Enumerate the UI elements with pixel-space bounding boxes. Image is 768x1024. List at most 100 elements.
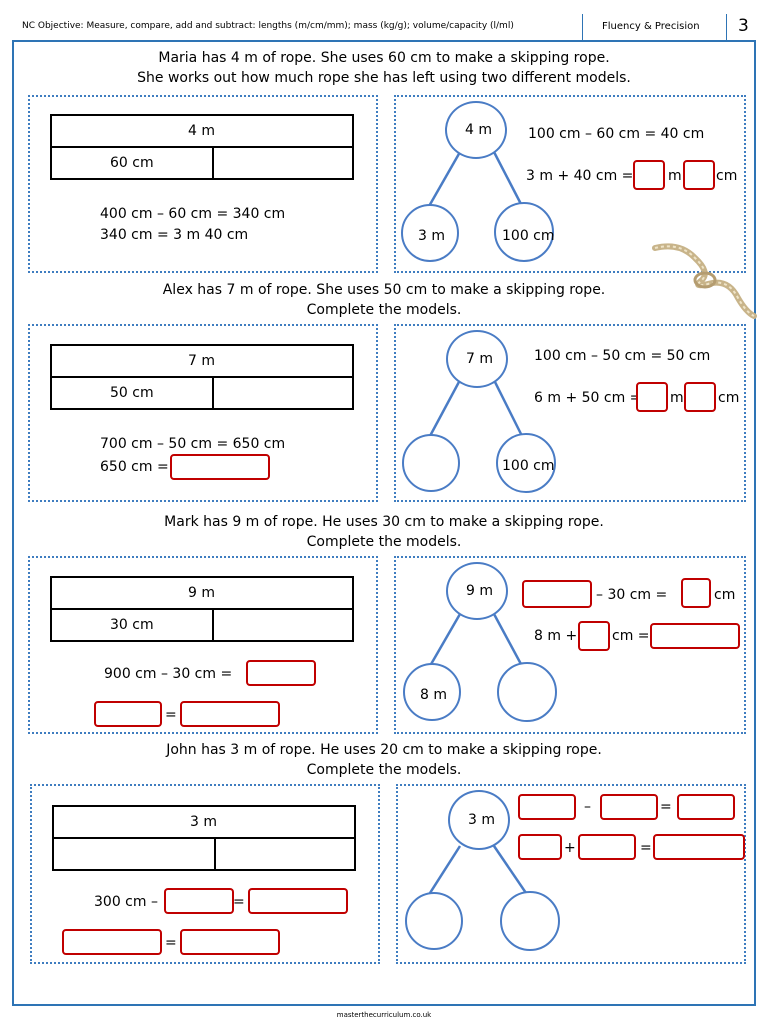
part-right-label: 100 cm [502, 458, 555, 474]
part-circle-left [401, 204, 459, 262]
whole-label: 3 m [468, 812, 495, 828]
bar-part-label: 50 cm [110, 385, 154, 401]
whole-circle [446, 330, 508, 388]
answer-box[interactable] [677, 794, 735, 820]
answer-box-cm[interactable] [683, 160, 715, 190]
question-3-text: Mark has 9 m of rope. He uses 30 cm to m… [0, 512, 768, 552]
question-1-line-2: She works out how much rope she has left… [137, 70, 631, 86]
part-circle-left [402, 434, 460, 492]
answer-box-m[interactable] [633, 160, 665, 190]
equation-1: 100 cm – 50 cm = 50 cm [534, 348, 711, 364]
bar-model-panel-1 [28, 95, 378, 273]
answer-box[interactable] [653, 834, 745, 860]
unit-m: m [668, 168, 682, 184]
part-circle-left [403, 663, 461, 721]
unit-m: m [670, 390, 684, 406]
whole-circle [446, 562, 508, 620]
equals-sign: = [233, 894, 245, 910]
bar-divider [212, 146, 214, 180]
bar-divider [212, 376, 214, 410]
unit-cm: cm [718, 390, 740, 406]
answer-box[interactable] [248, 888, 348, 914]
bar-parts [52, 837, 356, 871]
answer-box[interactable] [164, 888, 234, 914]
objective-text: NC Objective: Measure, compare, add and … [22, 21, 514, 31]
calc-line-1: 300 cm – [94, 894, 158, 910]
part-circle-left [405, 892, 463, 950]
answer-box[interactable] [518, 834, 562, 860]
question-4-text: John has 3 m of rope. He uses 20 cm to m… [0, 740, 768, 780]
answer-box[interactable] [170, 454, 270, 480]
header-divider [726, 14, 727, 40]
unit-cm: cm [716, 168, 738, 184]
unit-cm: cm [714, 587, 736, 603]
answer-box[interactable] [681, 578, 711, 608]
answer-box-m[interactable] [636, 382, 668, 412]
bar-model-panel-2 [28, 324, 378, 502]
part-whole-panel-2 [394, 324, 746, 502]
equals-sign: = [640, 840, 652, 856]
header-divider [582, 14, 583, 40]
question-1-line-1: Maria has 4 m of rope. She uses 60 cm to… [158, 50, 610, 66]
part-right-label: 100 cm [502, 228, 555, 244]
part-whole-panel-3 [394, 556, 746, 734]
bar-whole-label: 4 m [188, 123, 215, 139]
question-3-line-2: Complete the models. [306, 534, 462, 550]
answer-box[interactable] [180, 929, 280, 955]
answer-box[interactable] [578, 834, 636, 860]
plus-sign: + [564, 840, 576, 856]
answer-box[interactable] [522, 580, 592, 608]
answer-box[interactable] [62, 929, 162, 955]
part-left-label: 8 m [420, 687, 447, 703]
bar-model-panel-4 [30, 784, 380, 964]
part-whole-panel-4 [396, 784, 746, 964]
bar-divider [214, 837, 216, 871]
part-circle-right [494, 202, 554, 262]
equation-1: 100 cm – 60 cm = 40 cm [528, 126, 705, 142]
whole-label: 7 m [466, 351, 493, 367]
whole-circle [445, 101, 507, 159]
whole-label: 4 m [465, 122, 492, 138]
question-2-line-2: Complete the models. [306, 302, 462, 318]
calc-line-1: 900 cm – 30 cm = [104, 666, 233, 682]
answer-box-cm[interactable] [684, 382, 716, 412]
equals-sign: = [165, 707, 177, 723]
equation-2-unit: cm = [612, 628, 650, 644]
bar-whole-label: 9 m [188, 585, 215, 601]
answer-box[interactable] [180, 701, 280, 727]
bar-model-panel-3 [28, 556, 378, 734]
calc-line-1: 400 cm – 60 cm = 340 cm [100, 206, 286, 222]
bar-parts [50, 608, 354, 642]
part-whole-panel-1 [394, 95, 746, 273]
bar-whole-label: 7 m [188, 353, 215, 369]
answer-box[interactable] [600, 794, 658, 820]
question-2-text: Alex has 7 m of rope. She uses 50 cm to … [0, 280, 768, 320]
answer-box[interactable] [94, 701, 162, 727]
bar-part-label: 30 cm [110, 617, 154, 633]
bar-parts [50, 146, 354, 180]
whole-circle [448, 790, 510, 850]
rope-image [652, 243, 757, 319]
calc-line-1: 700 cm – 50 cm = 650 cm [100, 436, 286, 452]
equals-sign: = [165, 935, 177, 951]
part-circle-right [500, 891, 560, 951]
bar-parts [50, 376, 354, 410]
answer-box[interactable] [246, 660, 316, 686]
strand-label: Fluency & Precision [602, 21, 700, 32]
equation-2-text: 8 m + [534, 628, 578, 644]
answer-box[interactable] [578, 621, 610, 651]
part-left-label: 3 m [418, 228, 445, 244]
equation-2: 3 m + 40 cm = [526, 168, 634, 184]
header-bar: NC Objective: Measure, compare, add and … [12, 14, 756, 42]
answer-box[interactable] [650, 623, 740, 649]
bar-divider [212, 608, 214, 642]
question-1-text: Maria has 4 m of rope. She uses 60 cm to… [0, 48, 768, 88]
part-circle-right [496, 433, 556, 493]
calc-line-2: 340 cm = 3 m 40 cm [100, 227, 249, 243]
answer-box[interactable] [518, 794, 576, 820]
calc-line-2: 650 cm = [100, 459, 169, 475]
question-4-line-2: Complete the models. [306, 762, 462, 778]
equation-1-text: – 30 cm = [596, 587, 668, 603]
part-circle-right [497, 662, 557, 722]
bar-part-label: 60 cm [110, 155, 154, 171]
